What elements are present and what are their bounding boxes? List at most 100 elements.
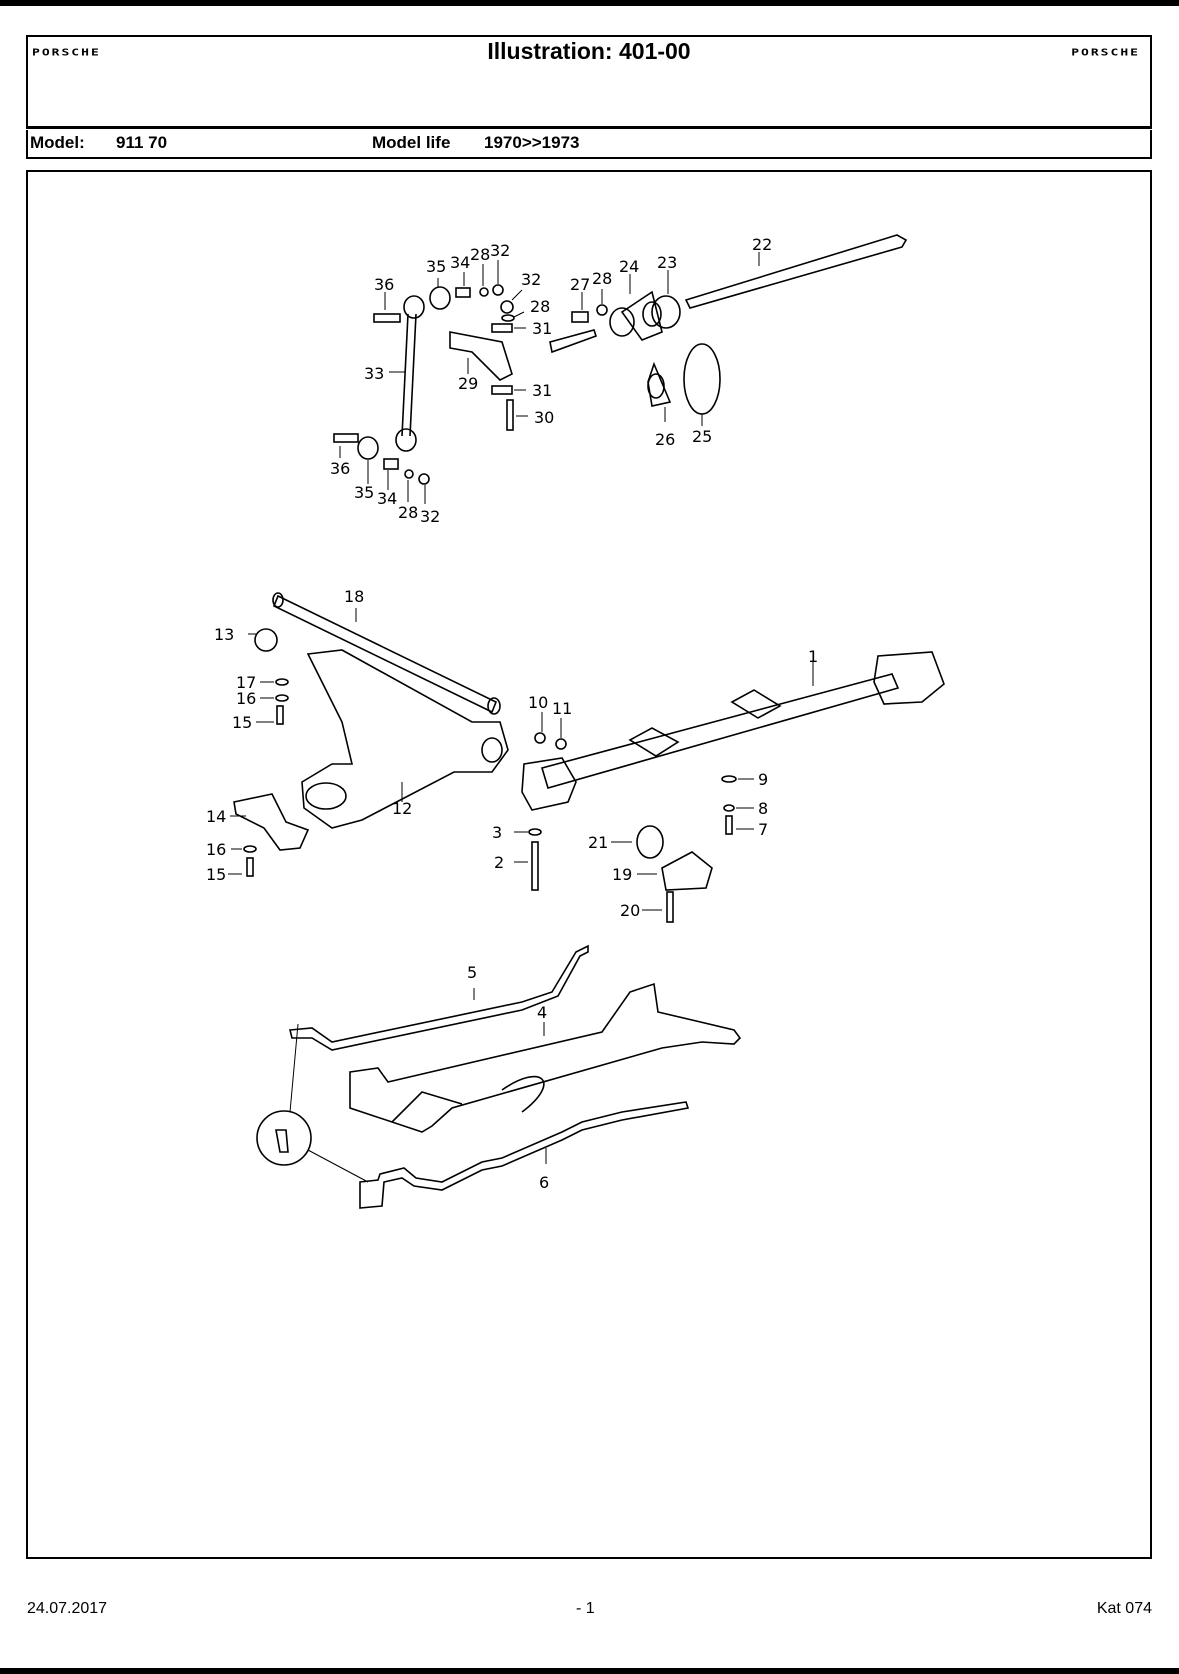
callout-15-lower: 15 (206, 865, 226, 884)
part-9-washer (721, 775, 737, 783)
part-17-washer (275, 678, 289, 686)
model-life-value: 1970>>1973 (484, 133, 580, 152)
callout-35-lower: 35 (354, 483, 374, 502)
part-19-mount (661, 851, 713, 891)
part-12-trailing-arm (301, 649, 509, 829)
model-label: Model: (30, 133, 85, 152)
callout-23: 23 (657, 253, 677, 272)
callout-4: 4 (537, 1003, 547, 1022)
callout-12: 12 (392, 799, 412, 818)
callout-28-right: 28 (592, 269, 612, 288)
illustration-frame: 22 23 24 25 26 27 28 28 32 31 31 30 29 3… (26, 170, 1152, 1559)
part-34-sleeve-upper (455, 287, 471, 298)
callout-35-upper: 35 (426, 257, 446, 276)
part-16-washer-upper (275, 694, 289, 702)
callout-31-upper: 31 (532, 319, 552, 338)
callout-32-mid: 32 (521, 270, 541, 289)
callout-13: 13 (214, 625, 234, 644)
callout-18: 18 (344, 587, 364, 606)
part-2-bolt (531, 841, 539, 891)
part-31-plate-lower (491, 385, 513, 395)
porsche-logo-right: PORSCHE (1071, 47, 1140, 59)
part-15-bolt-lower (246, 857, 254, 877)
part-28-washer (596, 304, 608, 316)
callout-6: 6 (539, 1173, 549, 1192)
callout-31-lower: 31 (532, 381, 552, 400)
top-border (0, 0, 1179, 6)
callout-2: 2 (494, 853, 504, 872)
part-16-washer-lower (243, 845, 257, 853)
callout-14: 14 (206, 807, 226, 826)
callout-17: 17 (236, 673, 256, 692)
callout-27: 27 (570, 275, 590, 294)
part-3-washer (528, 828, 542, 836)
callout-36-lower: 36 (330, 459, 350, 478)
part-6-strip (359, 1101, 690, 1209)
callout-34-upper: 34 (450, 253, 470, 272)
callout-7: 7 (758, 820, 768, 839)
callout-32-upper: 32 (490, 241, 510, 260)
callout-33: 33 (364, 364, 384, 383)
callout-24: 24 (619, 257, 639, 276)
part-4-panel (349, 982, 742, 1133)
callout-36-upper: 36 (374, 275, 394, 294)
exploded-parts-diagram: 22 23 24 25 26 27 28 28 32 31 31 30 29 3… (206, 234, 945, 1209)
part-30-bolt (506, 399, 514, 431)
part-18-torsion-bar (272, 594, 498, 714)
model-life-label: Model life (372, 133, 451, 152)
callout-34-lower: 34 (377, 489, 397, 508)
part-23-bushing (651, 295, 681, 329)
callout-11: 11 (552, 699, 572, 718)
footer-date: 24.07.2017 (27, 1600, 108, 1617)
part-36-bolt-lower (333, 433, 359, 443)
stabilizer-link-assembly: 22 23 24 25 26 27 28 28 32 31 31 30 29 3… (330, 234, 908, 526)
detail-magnifier-circle (256, 1110, 312, 1166)
callout-25: 25 (692, 427, 712, 446)
part-27-bolt (571, 311, 589, 323)
part-5-strip (288, 944, 589, 1051)
part-10-nut (534, 732, 546, 744)
part-24-flange (620, 290, 663, 341)
part-8-washer (723, 804, 735, 812)
part-14-bracket (233, 793, 310, 851)
part-33-link-rod (401, 313, 409, 437)
part-35-bushing-lower (357, 436, 379, 460)
callout-28-upper: 28 (470, 245, 490, 264)
callout-5: 5 (467, 963, 477, 982)
part-11-washer (555, 738, 567, 750)
callout-1: 1 (808, 647, 818, 666)
callout-21: 21 (588, 833, 608, 852)
model-value: 911 70 (116, 133, 168, 152)
callout-15-upper: 15 (232, 713, 252, 732)
part-26-cap (647, 361, 672, 407)
callout-28-mid: 28 (530, 297, 550, 316)
part-32-nut (500, 300, 514, 314)
panel-bracket-assembly: 5 4 6 (256, 944, 742, 1209)
part-15-bolt-upper (276, 705, 284, 725)
part-22-torsion-bar (684, 234, 908, 309)
callout-30: 30 (534, 408, 554, 427)
callout-32-lower: 32 (420, 507, 440, 526)
callout-28-lower: 28 (398, 503, 418, 522)
part-21-rubber-buffer (636, 825, 664, 859)
suspension-crossmember-assembly: 18 13 17 16 15 12 14 16 15 10 11 1 3 2 9… (206, 587, 945, 923)
callout-22: 22 (752, 235, 772, 254)
page-title: Illustration: 401-00 (487, 38, 691, 64)
callout-9: 9 (758, 770, 768, 789)
header-box: PORSCHE Illustration: 401-00 PORSCHE (26, 35, 1152, 129)
part-13-cap (254, 628, 278, 652)
part-31-plate-upper (491, 323, 513, 333)
part-7-bolt (725, 815, 733, 835)
part-25-cover-disc (683, 343, 721, 415)
callout-16-lower: 16 (206, 840, 226, 859)
porsche-logo-left: PORSCHE (32, 47, 101, 59)
callout-19: 19 (612, 865, 632, 884)
callout-8: 8 (758, 799, 768, 818)
callout-3: 3 (492, 823, 502, 842)
model-row: Model: 911 70 Model life 1970>>1973 (26, 130, 1152, 159)
callout-16-upper: 16 (236, 689, 256, 708)
part-36-bolt-upper (373, 313, 401, 323)
part-20-bolt (666, 891, 674, 923)
callout-26: 26 (655, 430, 675, 449)
callout-10: 10 (528, 693, 548, 712)
